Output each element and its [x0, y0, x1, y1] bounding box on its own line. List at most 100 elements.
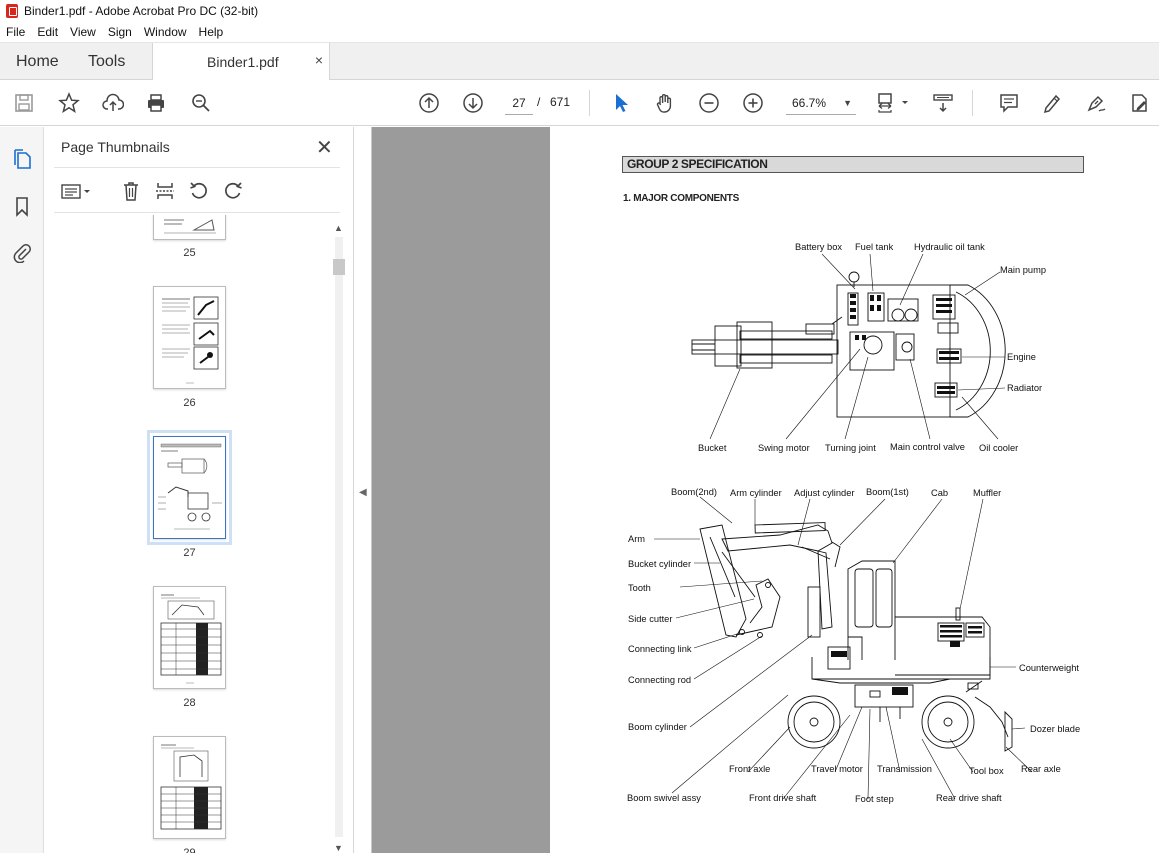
hand-tool-icon[interactable]	[653, 91, 677, 115]
tab-tools[interactable]: Tools	[88, 53, 126, 70]
label-connecting-link: Connecting link	[628, 644, 692, 654]
toolbar-divider	[972, 90, 973, 116]
label-engine: Engine	[1007, 352, 1036, 362]
chevron-down-icon: ▼	[843, 98, 852, 108]
label-boom-1st: Boom(1st)	[866, 487, 909, 497]
menu-view[interactable]: View	[70, 25, 96, 39]
thumbnail-page-label: 28	[183, 697, 196, 709]
front-wheel	[787, 695, 841, 749]
label-battery-box: Battery box	[795, 242, 842, 252]
acrobat-app-icon	[6, 4, 18, 18]
page-thumbnails-panel: Page Thumbnails ✕ 25	[44, 127, 354, 853]
label-radiator: Radiator	[1007, 383, 1042, 393]
menu-help[interactable]: Help	[198, 25, 224, 39]
thumbnail-page-label: 29	[183, 847, 196, 853]
zoom-level-dropdown[interactable]: 66.7% ▼	[786, 91, 856, 115]
thumbnail-scrollbar[interactable]: ▲ ▼	[332, 223, 346, 853]
upload-cloud-icon[interactable]	[101, 91, 125, 115]
document-section-heading: 1. MAJOR COMPONENTS	[623, 193, 739, 204]
panel-splitter[interactable]: ◀	[354, 127, 372, 853]
label-bucket-cylinder: Bucket cylinder	[628, 559, 691, 569]
label-turning-joint: Turning joint	[825, 443, 876, 453]
scrollbar-thumb[interactable]	[333, 259, 345, 275]
navigation-rail	[0, 127, 44, 853]
toolbar: 27 / 671 66.7% ▼	[0, 80, 1159, 126]
scroll-up-icon[interactable]: ▲	[334, 223, 343, 233]
highlight-pen-icon[interactable]	[1040, 91, 1064, 115]
bookmark-star-icon[interactable]	[57, 91, 81, 115]
page-total: 671	[550, 95, 571, 109]
bookmarks-icon[interactable]	[11, 195, 33, 217]
pdf-page: GROUP 2 SPECIFICATION 1. MAJOR COMPONENT…	[550, 127, 1159, 853]
thumbnail-options-icon[interactable]	[60, 180, 94, 202]
page-thumbnail-selected[interactable]	[147, 430, 232, 545]
excavator-components-diagram: Battery box Fuel tank Hydraulic oil tank…	[627, 242, 1080, 804]
tab-bar: Home Tools Binder1.pdf ×	[0, 43, 1159, 80]
zoom-in-icon[interactable]	[741, 91, 765, 115]
thumbnail-page-label: 26	[183, 397, 196, 409]
label-front-axle: Front axle	[729, 764, 770, 774]
panel-toolbar	[54, 167, 340, 213]
thumbnail-page-label: 25	[183, 247, 196, 259]
select-cursor-icon[interactable]	[609, 91, 633, 115]
scrollbar-track[interactable]	[335, 237, 343, 837]
label-main-pump: Main pump	[1000, 265, 1046, 275]
label-rear-drive-shaft: Rear drive shaft	[936, 793, 1002, 803]
previous-page-icon[interactable]	[417, 91, 441, 115]
tab-close-icon[interactable]: ×	[314, 52, 323, 68]
collapse-panel-icon[interactable]: ◀	[359, 487, 367, 498]
delete-page-icon[interactable]	[120, 180, 142, 202]
page-thumbnail[interactable]	[153, 586, 226, 689]
label-cab: Cab	[931, 488, 948, 498]
next-page-icon[interactable]	[461, 91, 485, 115]
page-thumbnail[interactable]	[153, 736, 226, 839]
label-front-drive-shaft: Front drive shaft	[749, 793, 817, 803]
label-travel-motor: Travel motor	[811, 764, 863, 774]
label-side-cutter: Side cutter	[628, 614, 672, 624]
edit-pdf-icon[interactable]	[1128, 91, 1152, 115]
scroll-mode-icon[interactable]	[931, 91, 955, 115]
print-icon[interactable]	[144, 91, 168, 115]
label-connecting-rod: Connecting rod	[628, 675, 691, 685]
menu-window[interactable]: Window	[143, 25, 187, 39]
label-swing-motor: Swing motor	[758, 443, 810, 453]
document-group-heading: GROUP 2 SPECIFICATION	[622, 156, 1084, 173]
sign-pen-icon[interactable]	[1084, 91, 1108, 115]
menu-sign[interactable]: Sign	[107, 25, 132, 39]
insert-page-icon[interactable]	[154, 180, 176, 202]
label-main-control-valve: Main control valve	[890, 442, 965, 452]
page-fit-icon[interactable]	[876, 91, 912, 115]
menu-file[interactable]: File	[6, 25, 26, 39]
label-hydraulic-oil-tank: Hydraulic oil tank	[914, 242, 985, 252]
page-number-input[interactable]: 27	[505, 91, 533, 115]
window-title: Binder1.pdf - Adobe Acrobat Pro DC (32-b…	[24, 4, 259, 18]
zoom-search-icon[interactable]	[189, 91, 213, 115]
attachments-paperclip-icon[interactable]	[11, 241, 33, 264]
zoom-level-value: 66.7%	[792, 96, 827, 110]
save-icon[interactable]	[12, 91, 36, 115]
label-fuel-tank: Fuel tank	[855, 242, 894, 252]
page-thumbnails-icon[interactable]	[11, 148, 33, 170]
scroll-down-icon[interactable]: ▼	[334, 843, 343, 853]
rear-counterweight-arc	[950, 284, 1006, 418]
document-viewer[interactable]: GROUP 2 SPECIFICATION 1. MAJOR COMPONENT…	[372, 127, 1159, 853]
comment-icon[interactable]	[997, 91, 1021, 115]
label-bucket: Bucket	[698, 443, 727, 453]
menu-bar: File Edit View Sign Window Help	[0, 22, 1159, 43]
label-counterweight: Counterweight	[1019, 663, 1079, 673]
tab-home[interactable]: Home	[16, 53, 59, 70]
menu-edit[interactable]: Edit	[37, 25, 59, 39]
label-tooth: Tooth	[628, 583, 651, 593]
page-thumbnail[interactable]	[153, 215, 226, 240]
page-thumbnail[interactable]	[153, 286, 226, 389]
title-bar: Binder1.pdf - Adobe Acrobat Pro DC (32-b…	[0, 0, 1159, 22]
label-foot-step: Foot step	[855, 794, 894, 804]
tab-document[interactable]: Binder1.pdf ×	[152, 43, 330, 80]
page-separator: /	[537, 95, 541, 109]
label-boom-cylinder: Boom cylinder	[628, 722, 687, 732]
close-panel-icon[interactable]: ✕	[316, 137, 333, 159]
zoom-out-icon[interactable]	[697, 91, 721, 115]
rotate-clockwise-icon[interactable]	[222, 180, 244, 202]
rotate-counterclockwise-icon[interactable]	[188, 180, 210, 202]
rear-wheel	[921, 695, 975, 749]
